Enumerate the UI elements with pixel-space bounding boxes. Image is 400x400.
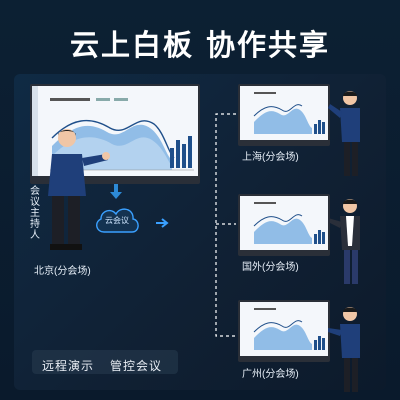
screen-toolbar bbox=[240, 250, 328, 254]
feature-strip bbox=[32, 350, 178, 374]
branch-chart-guangzhou bbox=[240, 302, 328, 360]
host-presenter-figure bbox=[48, 129, 110, 250]
branch-person-shanghai bbox=[328, 91, 360, 176]
right-arrow-icon bbox=[156, 218, 169, 228]
branch-person-overseas bbox=[328, 199, 360, 284]
branch-person-guangzhou bbox=[328, 307, 360, 392]
page-title: 云上白板 协作共享 bbox=[69, 28, 331, 62]
host-location-label: 北京(分会场) bbox=[34, 266, 91, 277]
branch-label-shanghai: 上海(分会场) bbox=[242, 152, 299, 163]
screen-toolbar bbox=[240, 140, 328, 144]
branch-screen-shanghai bbox=[238, 84, 330, 146]
down-arrow-icon bbox=[110, 184, 122, 199]
feature-remote-presentation: 远程演示 bbox=[42, 359, 95, 373]
branch-label-overseas: 国外(分会场) bbox=[242, 262, 299, 273]
branch-chart-overseas bbox=[240, 196, 328, 254]
screen-toolbar bbox=[240, 356, 328, 360]
feature-meeting-control: 管控会议 bbox=[110, 359, 163, 373]
branch-label-guangzhou: 广州(分会场) bbox=[242, 369, 299, 380]
branch-chart-shanghai bbox=[240, 86, 328, 144]
cloud-meeting: 云会议 bbox=[92, 200, 142, 240]
branch-screen-overseas bbox=[238, 194, 330, 256]
cloud-icon bbox=[96, 208, 139, 233]
cloud-label: 云会议 bbox=[105, 216, 129, 225]
host-role-label: 会议主持人 bbox=[30, 186, 40, 241]
screen-toolbar bbox=[32, 176, 198, 182]
branch-screen-guangzhou bbox=[238, 300, 330, 362]
